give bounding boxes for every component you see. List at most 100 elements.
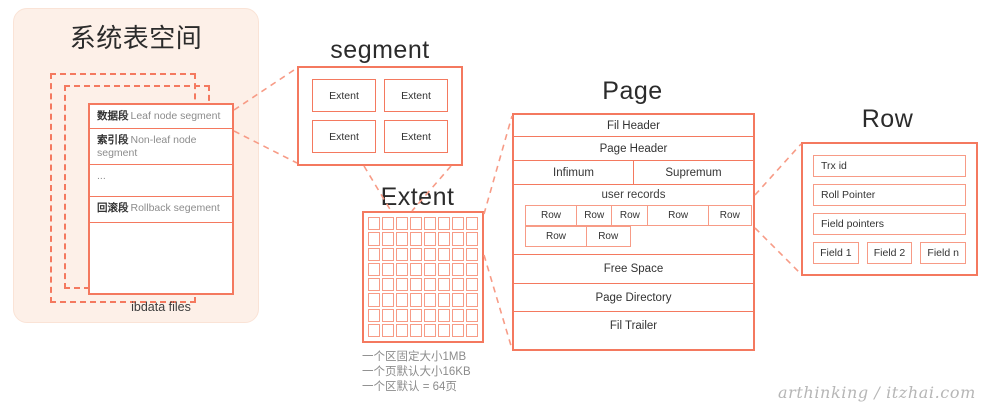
extent-page-cell xyxy=(466,323,478,337)
segment-label-en: Leaf node segment xyxy=(130,110,221,122)
extent-page-grid xyxy=(362,211,484,343)
user-record-row: Row xyxy=(707,205,752,226)
extent-page-cell xyxy=(466,232,478,246)
extent-page-cell xyxy=(438,262,450,276)
user-record-row: Row xyxy=(647,205,710,226)
extent-page-cell xyxy=(466,217,478,231)
extent-page-cell xyxy=(382,217,394,231)
extent-page-cell xyxy=(438,232,450,246)
row-field-trx-id: Trx id xyxy=(813,155,966,177)
extent-page-cell xyxy=(438,323,450,337)
extent-page-cell xyxy=(368,308,380,322)
extent-page-cell xyxy=(396,323,408,337)
page-band-page-directory: Page Directory xyxy=(514,284,753,312)
extent-page-cell xyxy=(410,217,422,231)
extent-page-cell xyxy=(368,293,380,307)
extent-page-cell xyxy=(438,293,450,307)
ibdata-files-caption: ibdata files xyxy=(131,300,191,314)
extent-note-line: 一个页默认大小16KB xyxy=(362,366,471,378)
page-cell-supremum: Supremum xyxy=(665,166,722,179)
extent-page-cell xyxy=(438,247,450,261)
extent-page-cell xyxy=(452,293,464,307)
user-record-row: Row xyxy=(525,205,577,226)
extent-page-cell xyxy=(466,262,478,276)
extent-page-cell xyxy=(452,247,464,261)
extent-page-cell xyxy=(368,278,380,292)
extent-page-cell xyxy=(410,293,422,307)
extent-page-cell xyxy=(368,262,380,276)
row-data-fields: Field 1 Field 2 Field n xyxy=(813,242,967,264)
extent-page-cell xyxy=(382,323,394,337)
extent-page-cell xyxy=(452,232,464,246)
extent-page-cell xyxy=(466,278,478,292)
extent-page-cell xyxy=(424,217,436,231)
extent-page-cell xyxy=(452,323,464,337)
row-box: Trx id Roll Pointer Field pointers Field… xyxy=(801,142,978,276)
extent-page-cell xyxy=(396,278,408,292)
watermark: arthinking / itzhai.com xyxy=(778,383,976,402)
page-band-infimum-supremum: Infimum Supremum xyxy=(514,161,753,185)
user-records-label: user records xyxy=(601,189,666,201)
extent-note-line: 一个区默认 = 64页 xyxy=(362,381,457,393)
extent-page-cell xyxy=(452,278,464,292)
row-field-field-pointers: Field pointers xyxy=(813,213,966,235)
segment-box: Extent Extent Extent Extent xyxy=(297,66,463,166)
extent-page-cell xyxy=(382,308,394,322)
page-band-fil-trailer: Fil Trailer xyxy=(609,320,658,332)
extent-cell: Extent xyxy=(384,120,448,153)
extent-page-cell xyxy=(396,293,408,307)
extent-page-cell xyxy=(410,323,422,337)
segment-label-en: Rollback segement xyxy=(130,202,220,214)
extent-page-cell xyxy=(396,232,408,246)
extent-page-cell xyxy=(466,308,478,322)
extent-page-cell xyxy=(424,232,436,246)
extent-page-cell xyxy=(410,278,422,292)
row-box-title: Row xyxy=(861,105,914,133)
page-cell-infimum: Infimum xyxy=(514,161,634,184)
extent-page-cell xyxy=(424,293,436,307)
extent-page-cell xyxy=(424,247,436,261)
segment-label-zh: 回滚段 xyxy=(97,202,129,214)
extent-cell: Extent xyxy=(312,120,376,153)
segment-label-zh: 索引段 xyxy=(97,134,129,146)
extent-page-cell xyxy=(382,293,394,307)
page-box-title: Page xyxy=(602,77,663,105)
extent-title: Extent xyxy=(380,183,455,211)
extent-page-cell xyxy=(438,308,450,322)
extent-page-cell xyxy=(368,232,380,246)
user-record-row: Row xyxy=(575,205,613,226)
extent-page-cell xyxy=(410,262,422,276)
extent-page-cell xyxy=(410,232,422,246)
extent-page-cell xyxy=(368,323,380,337)
row-data-field: Field 1 xyxy=(813,242,859,264)
extent-cell: Extent xyxy=(384,79,448,112)
extent-page-cell xyxy=(396,262,408,276)
user-record-row: Row xyxy=(525,226,587,247)
extent-page-cell xyxy=(410,308,422,322)
extent-page-cell xyxy=(452,262,464,276)
extent-page-cell xyxy=(368,247,380,261)
extent-cell: Extent xyxy=(312,79,376,112)
extent-page-cell xyxy=(382,262,394,276)
extent-page-cell xyxy=(466,293,478,307)
page-title: 系统表空间 xyxy=(69,23,203,53)
segment-row-empty xyxy=(90,223,232,297)
extent-page-cell xyxy=(396,247,408,261)
user-record-row: Row xyxy=(585,226,631,247)
extent-page-cell xyxy=(452,308,464,322)
extent-page-cell xyxy=(368,217,380,231)
extent-page-cell xyxy=(452,217,464,231)
extent-page-cell xyxy=(424,262,436,276)
segment-label-en: Non-leaf node segment xyxy=(97,134,197,159)
row-data-field: Field 2 xyxy=(866,242,913,264)
row-data-field: Field n xyxy=(920,242,967,264)
segment-row-ellipsis: ... xyxy=(90,165,232,197)
page-band-page-header: Page Header xyxy=(514,137,753,161)
extent-page-cell xyxy=(438,217,450,231)
user-record-row: Row xyxy=(611,205,649,226)
